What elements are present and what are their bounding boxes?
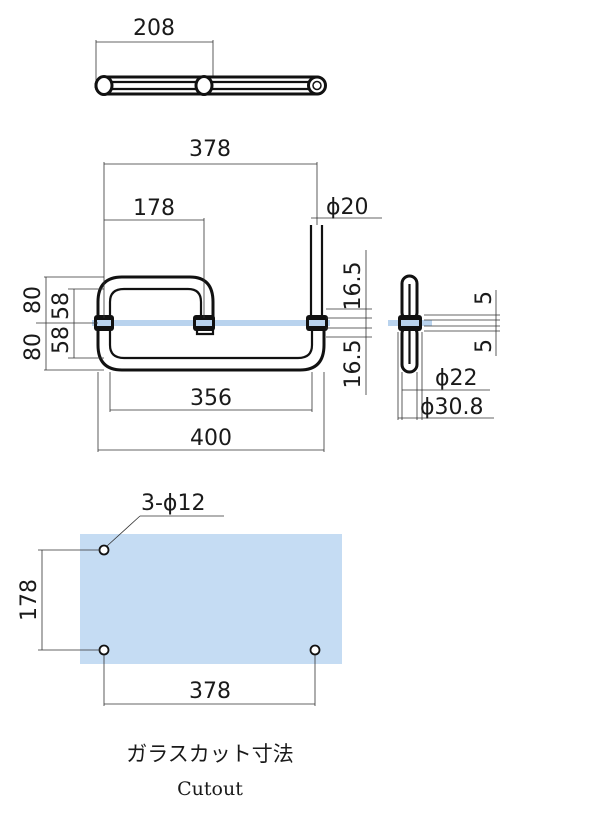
top-boss-left bbox=[94, 75, 114, 96]
cutout-view: 3-ϕ12 178 378 ガラスカット寸法 Cutout bbox=[17, 491, 342, 800]
cutout-dim-178: 178 bbox=[17, 579, 42, 621]
front-dim-80-lower: 80 bbox=[21, 333, 46, 361]
side-view: 5 5 ϕ22 ϕ30.8 bbox=[388, 274, 500, 420]
cutout-dim-378: 378 bbox=[189, 679, 231, 704]
front-dim-400: 400 bbox=[190, 426, 232, 451]
cutout-caption-en: Cutout bbox=[177, 778, 243, 800]
cutout-caption-jp: ガラスカット寸法 bbox=[126, 742, 294, 766]
side-dim-5-lower: 5 bbox=[472, 339, 497, 353]
hole-top-left bbox=[98, 544, 110, 556]
front-dim-80-upper: 80 bbox=[21, 286, 46, 314]
hole-bottom-left bbox=[98, 644, 110, 656]
side-dim-phi22: ϕ22 bbox=[435, 366, 478, 391]
top-dim-208: 208 bbox=[133, 16, 175, 41]
front-view: 378 178 ϕ20 16.5 16.5 80 58 80 58 356 bbox=[21, 137, 382, 452]
front-dim-178: 178 bbox=[133, 196, 175, 221]
glass-panel bbox=[80, 534, 342, 664]
top-boss-right bbox=[307, 75, 327, 96]
front-dim-356: 356 bbox=[190, 386, 232, 411]
front-dim-58-lower: 58 bbox=[49, 326, 74, 354]
front-dim-378: 378 bbox=[189, 137, 231, 162]
front-dim-16-5-lower: 16.5 bbox=[341, 340, 366, 389]
side-dim-5-upper: 5 bbox=[472, 291, 497, 305]
front-dim-phi20: ϕ20 bbox=[326, 195, 369, 220]
hole-bottom-right bbox=[309, 644, 321, 656]
side-dim-phi30-8: ϕ30.8 bbox=[420, 395, 484, 420]
cutout-hole-spec: 3-ϕ12 bbox=[141, 491, 205, 516]
front-dim-58-upper: 58 bbox=[49, 292, 74, 320]
front-dim-16-5-upper: 16.5 bbox=[341, 262, 366, 311]
top-boss-middle bbox=[194, 75, 214, 96]
top-view: 208 bbox=[94, 16, 327, 96]
